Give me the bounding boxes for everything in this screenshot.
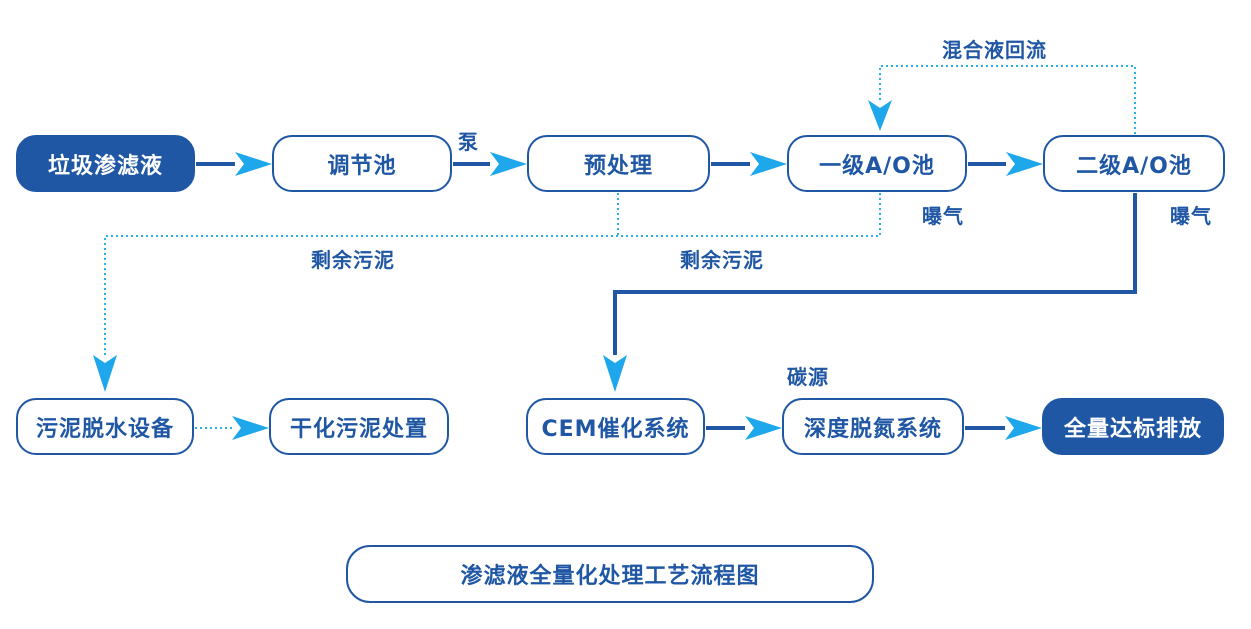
label-aeration-2: 曝气 [1170,204,1212,228]
line-excess-sludge [104,193,881,355]
node-regulating-tank: 调节池 [272,135,452,192]
node-deep-denitrification: 深度脱氮系统 [782,398,964,455]
node-leachate: 垃圾渗滤液 [16,135,195,192]
node-ao-stage1: 一级A/O池 [787,135,967,192]
label-excess-sludge-left: 剩余污泥 [311,248,395,272]
dotted-flow-lines [104,65,1136,429]
label-carbon-source: 碳源 [787,365,829,389]
arrow-to-denitrification [745,416,782,440]
arrow-to-dried-sludge [232,416,269,440]
arrow-to-regulating [235,152,272,176]
arrowheads [93,100,1043,440]
arrow-to-ao1 [750,152,787,176]
arrow-to-ao2 [1006,152,1043,176]
node-sludge-dewatering: 污泥脱水设备 [16,398,194,455]
line-mixed-liquor-recycle [879,65,1136,134]
node-cem-catalysis: CEM催化系统 [526,398,705,455]
label-pump: 泵 [458,130,479,154]
node-ao-stage2: 二级A/O池 [1043,135,1225,192]
arrow-to-sludge-dewatering [93,355,117,392]
arrow-to-discharge [1005,416,1042,440]
solid-flow-lines [196,162,1137,430]
node-pretreatment: 预处理 [527,135,710,192]
node-dried-sludge: 干化污泥处置 [269,398,449,455]
arrow-to-cem [603,355,627,392]
label-aeration-1: 曝气 [922,204,964,228]
label-mixed-liquor-recycle: 混合液回流 [942,38,1047,62]
node-discharge: 全量达标排放 [1042,398,1224,455]
arrow-to-pretreatment [490,152,527,176]
diagram-caption: 渗滤液全量化处理工艺流程图 [346,545,874,603]
arrow-to-ao1-recycle [868,100,892,131]
label-excess-sludge-right: 剩余污泥 [680,248,764,272]
line-ao2-to-cem [613,193,1137,355]
